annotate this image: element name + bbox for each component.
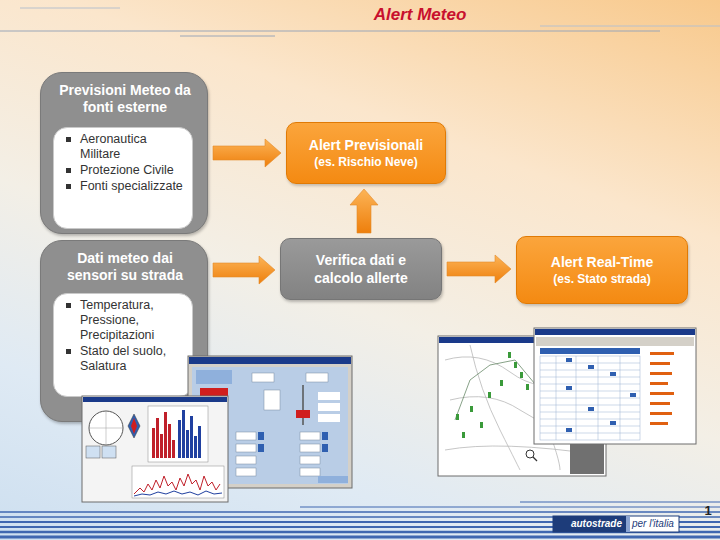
alert-box: Alert Real-Time(es. Stato strada) [516,236,688,304]
bullet-text: Temperatura, Pressione, Precipitazioni [80,298,154,342]
chart-window [82,396,228,502]
bullet-item: Fonti specializzate [64,179,188,194]
map-window [438,336,606,476]
alert-example: (es. Rischio Neve) [314,154,417,170]
header-rule [0,31,660,32]
slide-title: Alert Meteo [320,5,520,25]
header-rule [180,36,275,37]
block-arrow [350,189,378,233]
bullet-text: Stato del suolo, Salatura [80,344,166,373]
group-heading: Previsioni Meteo da fonti esterne [53,82,197,116]
logo [553,516,679,532]
bullet-list-box: Temperatura, Pressione, PrecipitazioniSt… [53,293,193,397]
table-window [534,328,696,444]
logo-text: autostrade [560,518,622,529]
logo-text: per l'italia [632,518,678,529]
block-arrow [213,256,275,284]
process-text: Verifica dati e calcolo allerte [303,251,419,287]
bullet-item: Temperatura, Pressione, Precipitazioni [64,298,188,343]
header-rule [20,8,120,9]
source-group-box: Previsioni Meteo da fonti esterneAeronau… [40,72,208,234]
source-group-box: Dati meteo dai sensori su stradaTemperat… [40,240,208,422]
block-arrow [213,139,281,167]
alert-box: Alert Previsionali(es. Rischio Neve) [286,122,446,184]
bullet-item: Aeronautica Militare [64,132,188,162]
bullet-marker [66,168,71,173]
station-window [188,356,352,488]
alert-title: Alert Previsionali [309,137,423,154]
footer-stripes [0,502,720,537]
group-heading: Dati meteo dai sensori su strada [53,250,197,284]
alert-example: (es. Stato strada) [553,271,650,287]
header-rule [540,26,720,27]
bullet-item: Stato del suolo, Salatura [64,344,188,374]
page-number: 1 [700,503,716,518]
bullet-marker [66,303,71,308]
bullet-marker [66,137,71,142]
block-arrow [447,255,511,283]
bullet-item: Protezione Civile [64,163,188,178]
bullet-list-box: Aeronautica MilitareProtezione CivileFon… [53,127,193,229]
bullet-text: Protezione Civile [80,163,174,177]
bullet-marker [66,184,71,189]
process-box: Verifica dati e calcolo allerte [280,238,442,300]
bullet-text: Fonti specializzate [80,179,183,193]
bullet-marker [66,349,71,354]
alert-title: Alert Real-Time [551,254,653,271]
bullet-text: Aeronautica Militare [80,132,147,161]
